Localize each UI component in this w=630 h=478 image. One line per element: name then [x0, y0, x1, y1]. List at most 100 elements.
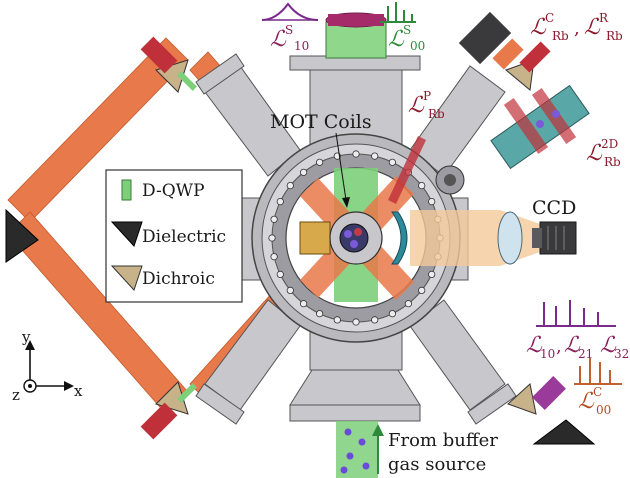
mot-2d-valve-inner	[444, 174, 456, 186]
laser-c-sup: C	[545, 11, 554, 25]
flange-bolt	[371, 316, 379, 324]
orange-tube-top-right	[492, 38, 524, 70]
ccd-body	[539, 221, 577, 255]
legend-dichroic-icon	[110, 265, 143, 291]
axis-y-arrow	[25, 340, 35, 350]
mot-2d-atoms-2	[552, 110, 560, 118]
laser-21-sub: 21	[578, 347, 593, 361]
mot-coil-assembly	[299, 211, 408, 265]
laser-c00-L: ℒ	[578, 389, 595, 414]
spectrum-l10	[536, 300, 616, 327]
buffer-atom-1	[344, 428, 352, 436]
from-buffer-label: From buffer	[388, 430, 498, 451]
laser-p-sub: Rb	[428, 107, 445, 121]
laser-s00-L: ℒ	[388, 27, 405, 52]
legend-dqwp-label: D-QWP	[142, 181, 205, 201]
laser-21-L: ℒ	[564, 333, 581, 358]
mirror-top-left	[140, 36, 197, 93]
flange-top-left	[195, 53, 245, 95]
red-beam-probe	[388, 136, 426, 204]
ccd-lens-mount	[532, 228, 542, 248]
coil-mount-left	[299, 221, 331, 255]
flange-bolt	[268, 234, 276, 242]
bottom-arm-cone	[289, 369, 421, 406]
spectrum-s00	[380, 2, 416, 23]
flange-bolt	[270, 215, 278, 223]
spectrum-s10	[261, 2, 319, 21]
qwp-bottom-left	[177, 383, 197, 403]
flange-bolt	[428, 198, 436, 206]
qwp-top-left	[177, 71, 197, 91]
ccd-camera	[532, 221, 577, 255]
laser-32-sub: 32	[614, 347, 629, 361]
laser-c00-sub: 00	[596, 403, 611, 417]
legend-dielectric-label: Dielectric	[142, 227, 226, 247]
buffer-atom-4	[362, 462, 370, 470]
red-tube-bottom-left	[140, 402, 178, 440]
mot-coils-pointer	[335, 132, 347, 201]
flange-bolt	[352, 318, 360, 326]
atom-cloud-2	[354, 228, 362, 236]
buffer-arrow-head	[372, 424, 384, 436]
axis-x-label: x	[74, 382, 83, 400]
laser-2d-L: ℒ	[586, 141, 603, 166]
flange-bolt	[428, 270, 436, 278]
laser-s10-sup: S	[285, 23, 293, 37]
flange-bolt	[388, 158, 396, 166]
flange-bolt	[371, 152, 379, 160]
legend-dielectric-icon	[110, 221, 143, 247]
gas-source-label: gas source	[388, 454, 486, 475]
bottom-arm-flange	[289, 404, 421, 422]
laser-r-L: ℒ	[584, 15, 601, 40]
laser-s10-sub: 10	[294, 39, 309, 53]
flange-bolt	[388, 310, 396, 318]
legend: D-QWP Dielectric Dichroic	[105, 169, 243, 303]
purple-tube-bottom-right	[532, 376, 566, 410]
flange-bolt	[299, 168, 308, 176]
laser-32-L: ℒ	[600, 333, 617, 358]
laser-c-L: ℒ	[530, 15, 547, 40]
mirror-top-right	[458, 11, 551, 91]
legend-dqwp-swatch	[121, 179, 132, 201]
flange-bottom-right	[467, 383, 517, 425]
flange-bottom-left	[195, 383, 245, 425]
atom-cloud-1	[344, 230, 352, 238]
buffer-atom-5	[340, 466, 348, 474]
flange-bolt	[315, 158, 324, 166]
laser-label-c00: ℒ C 00	[578, 385, 611, 417]
mount-top-right	[458, 11, 512, 65]
mot-coils-label: MOT Coils	[270, 111, 372, 133]
laser-s00-sup: S	[403, 23, 411, 37]
top-cylinder-ring	[328, 14, 384, 26]
red-tube-top-right	[519, 41, 551, 73]
flange-bolt	[404, 300, 412, 308]
flange-bolt	[352, 150, 360, 158]
dielectric-left	[5, 208, 39, 263]
laser-comma-2: ,	[556, 336, 562, 357]
laser-label-p-rb: ℒ P Rb	[408, 89, 445, 121]
flange-bolt	[270, 253, 278, 261]
ccd-lens	[497, 211, 523, 265]
laser-2d-sup: 2D	[601, 137, 618, 151]
laser-r-sup: R	[599, 11, 609, 25]
axis-z-label: z	[12, 386, 20, 404]
laser-s10-L: ℒ	[270, 27, 287, 52]
spectrum-s10-curve	[261, 2, 319, 21]
dichroic-bottom-right	[507, 383, 537, 415]
laser-label-2d-rb: ℒ 2D Rb	[586, 137, 621, 169]
laser-c-sub: Rb	[552, 29, 569, 43]
flange-bolt	[418, 182, 426, 190]
flange-bolt	[333, 316, 341, 324]
laser-p-L: ℒ	[408, 93, 425, 118]
axis-y-label: y	[21, 328, 31, 346]
atom-cloud-3	[350, 240, 358, 248]
mirror-bottom-right	[507, 376, 596, 445]
laser-10-L: ℒ	[526, 333, 543, 358]
axis-x-arrow	[64, 381, 74, 391]
top-cylinder	[325, 12, 387, 59]
window-lens	[391, 211, 408, 265]
mot-2d-beam-1	[503, 97, 549, 155]
laser-label-s10: ℒ S 10	[270, 23, 309, 53]
legend-dichroic-label: Dichroic	[142, 269, 215, 289]
